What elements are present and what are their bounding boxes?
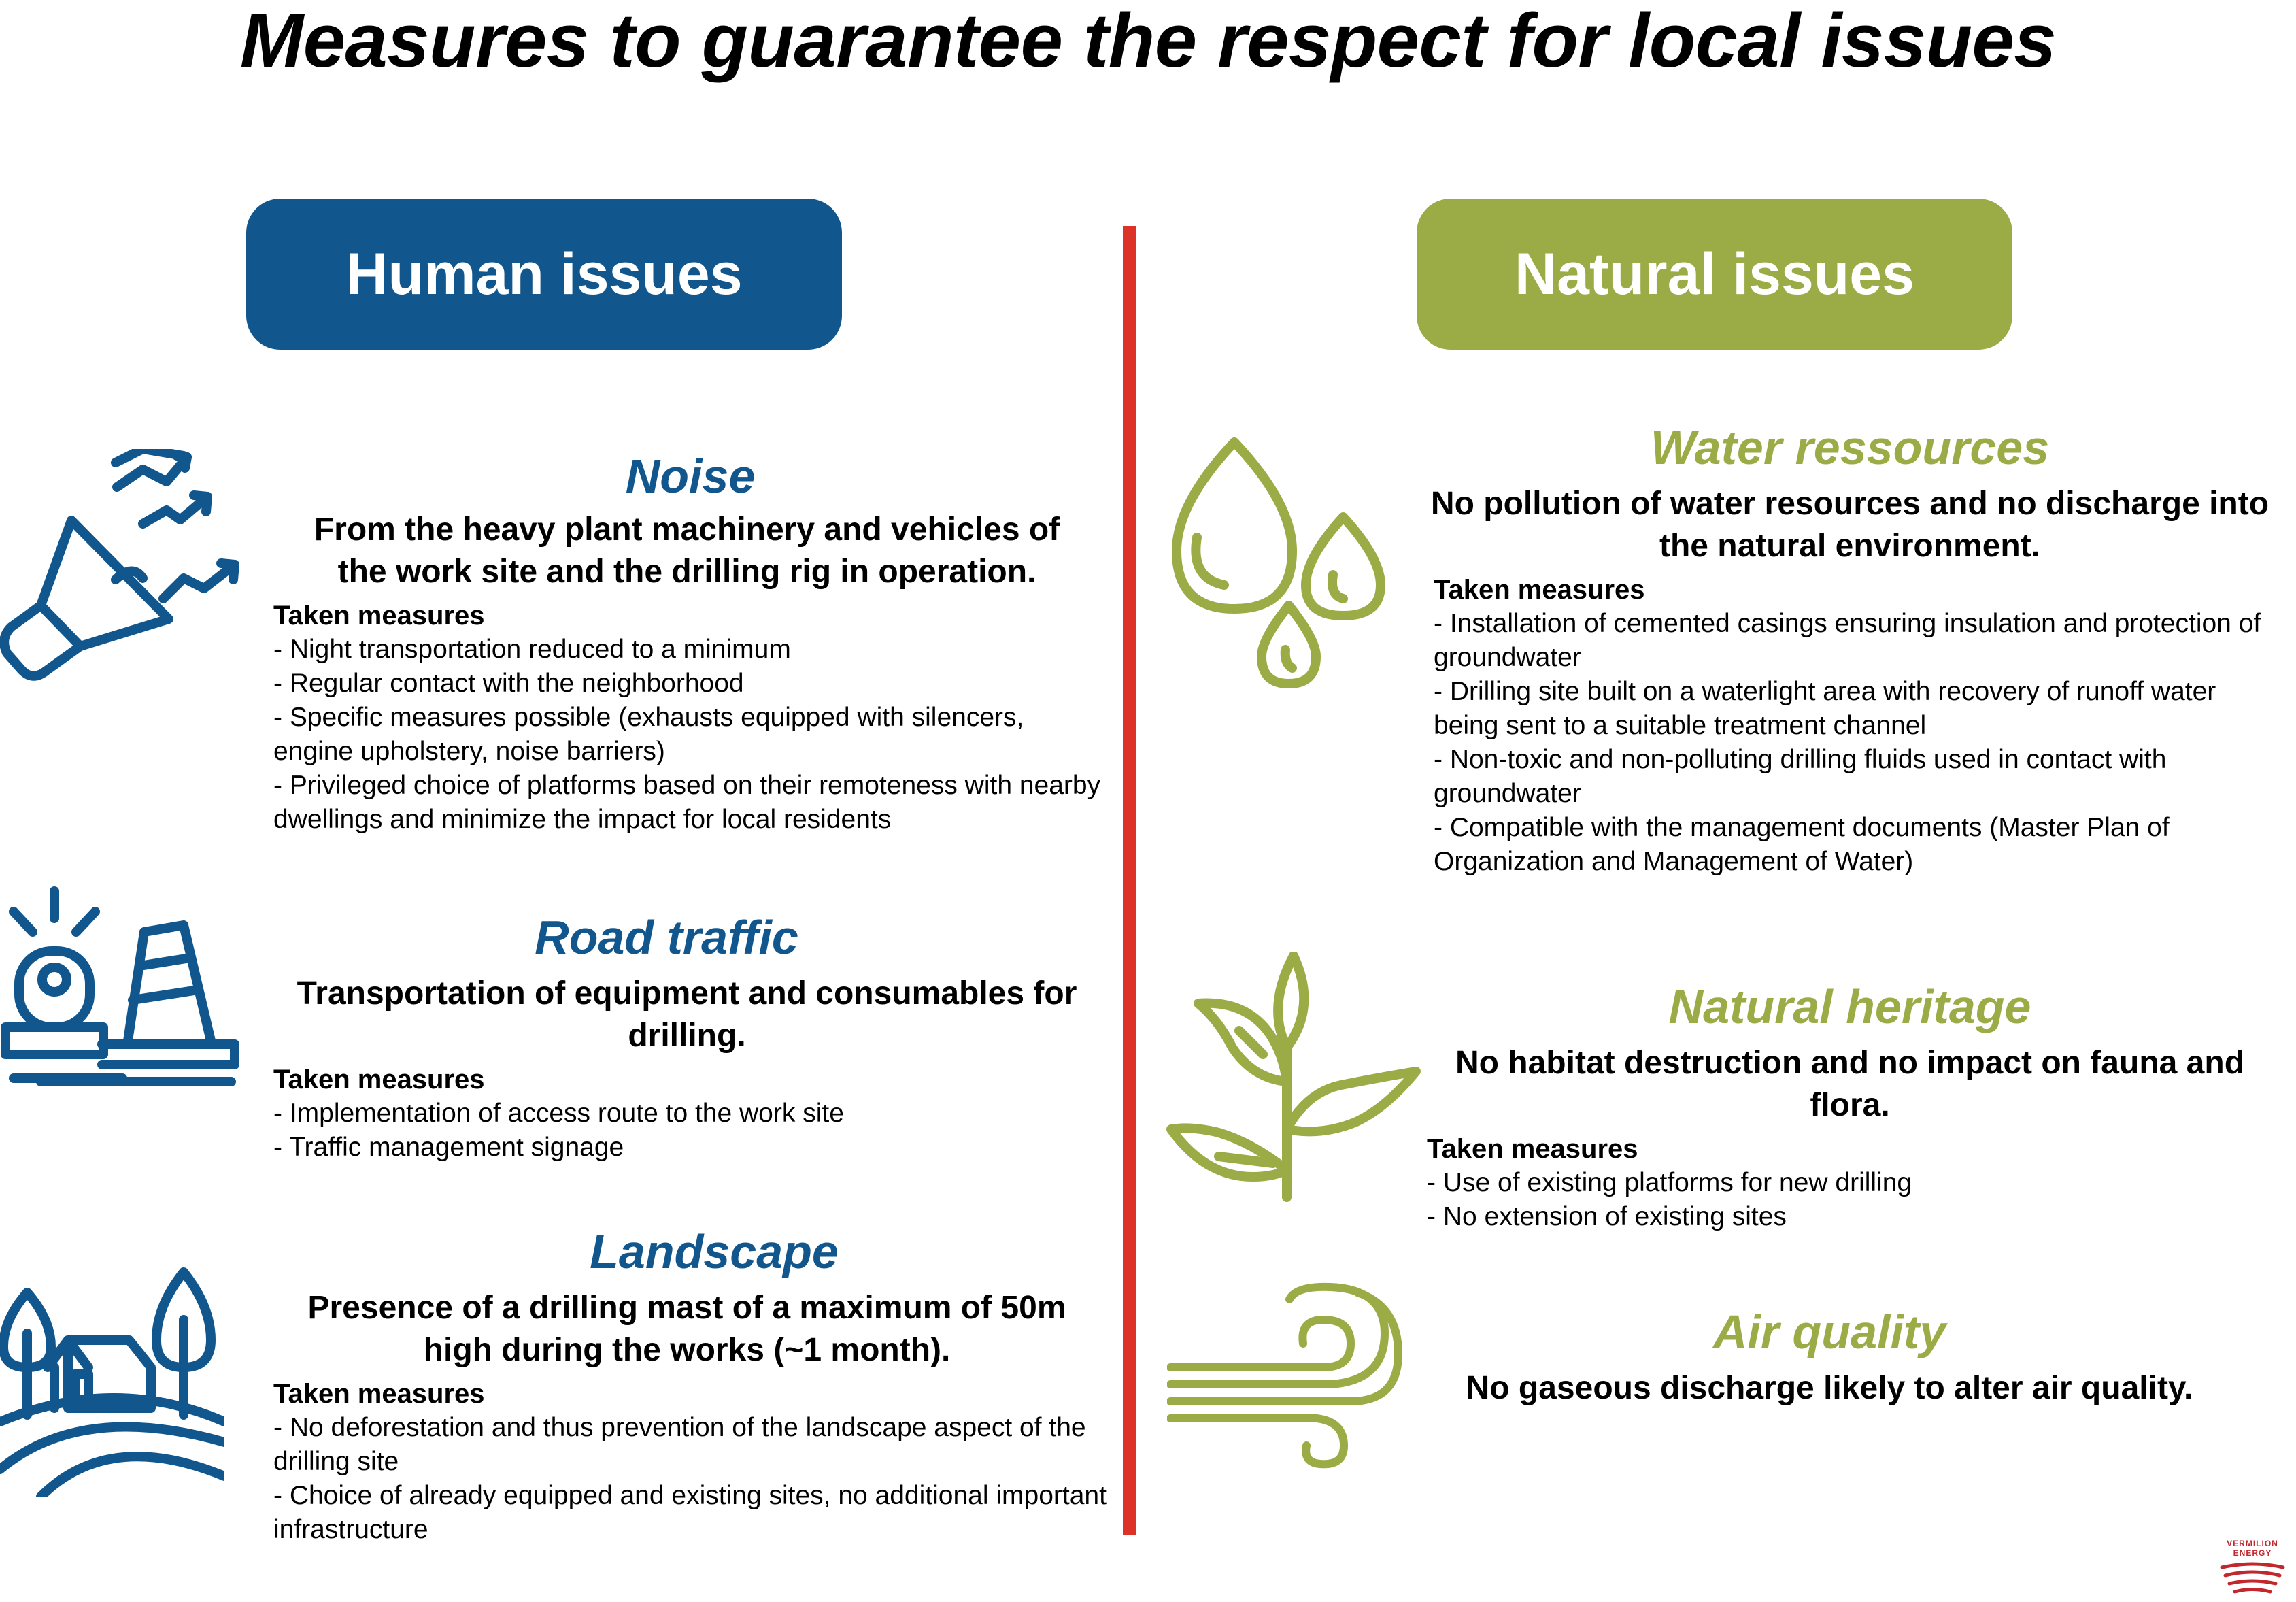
road-traffic-measure-item: - Implementation of access route to the … xyxy=(273,1099,844,1128)
air-quality-title: Air quality xyxy=(1712,1305,1946,1358)
page-title: Measures to guarantee the respect for lo… xyxy=(239,0,2057,83)
landscape-icon xyxy=(0,1265,224,1497)
landscape-subtitle: Presence of a drilling mast of a maximum… xyxy=(307,1290,1066,1368)
human-issues-header: Human issues xyxy=(246,199,842,350)
megaphone-icon xyxy=(0,449,245,694)
logo-text: VERMILION ENERGY xyxy=(2227,1539,2278,1558)
vermilion-logo-icon: VERMILION ENERGY xyxy=(2218,1539,2286,1602)
noise-measures-heading: Taken measures xyxy=(273,601,485,631)
noise-measure-item: - Specific measures possible (exhausts e… xyxy=(273,703,1024,766)
natural-heritage-measure-item: - No extension of existing sites xyxy=(1427,1202,1787,1231)
air-quality-subtitle: No gaseous discharge likely to alter air… xyxy=(1466,1370,2193,1406)
noise-measure-item: - Privileged choice of platforms based o… xyxy=(273,771,1101,834)
natural-heritage-title: Natural heritage xyxy=(1668,980,2031,1033)
water-drops-icon xyxy=(1163,435,1394,694)
natural-heritage-subtitle: No habitat destruction and no impact on … xyxy=(1455,1045,2245,1123)
wind-icon xyxy=(1167,1279,1412,1469)
center-divider xyxy=(1123,226,1136,1535)
water-measure-item: - Compatible with the management documen… xyxy=(1434,813,2170,876)
road-traffic-measures-heading: Taken measures xyxy=(273,1065,485,1095)
noise-measure-item: - Night transportation reduced to a mini… xyxy=(273,635,791,664)
landscape-measure-item: - Choice of already equipped and existin… xyxy=(273,1481,1107,1544)
landscape-measures-heading: Taken measures xyxy=(273,1379,485,1409)
noise-title: Noise xyxy=(625,450,756,503)
road-traffic-title: Road traffic xyxy=(535,911,798,964)
water-measure-item: - Installation of cemented casings ensur… xyxy=(1434,609,2261,672)
road-traffic-subtitle: Transportation of equipment and consumab… xyxy=(297,975,1077,1054)
natural-heritage-measures-heading: Taken measures xyxy=(1427,1134,1638,1164)
water-subtitle: No pollution of water resources and no d… xyxy=(1430,486,2269,564)
noise-measure-item: - Regular contact with the neighborhood xyxy=(273,669,744,698)
natural-issues-header: Natural issues xyxy=(1417,199,2012,350)
natural-heritage-measure-item: - Use of existing platforms for new dril… xyxy=(1427,1168,1912,1197)
road-traffic-measure-item: - Traffic management signage xyxy=(273,1133,624,1162)
landscape-title: Landscape xyxy=(590,1225,839,1278)
water-measures-heading: Taken measures xyxy=(1434,575,1645,605)
water-measure-item: - Non-toxic and non-polluting drilling f… xyxy=(1434,745,2167,808)
landscape-measure-item: - No deforestation and thus prevention o… xyxy=(273,1413,1086,1476)
water-measure-item: - Drilling site built on a waterlight ar… xyxy=(1434,677,2216,740)
noise-subtitle: From the heavy plant machinery and vehic… xyxy=(314,512,1060,590)
plant-icon xyxy=(1164,952,1423,1204)
traffic-cone-icon xyxy=(0,884,245,1088)
water-title: Water ressources xyxy=(1650,421,2050,474)
